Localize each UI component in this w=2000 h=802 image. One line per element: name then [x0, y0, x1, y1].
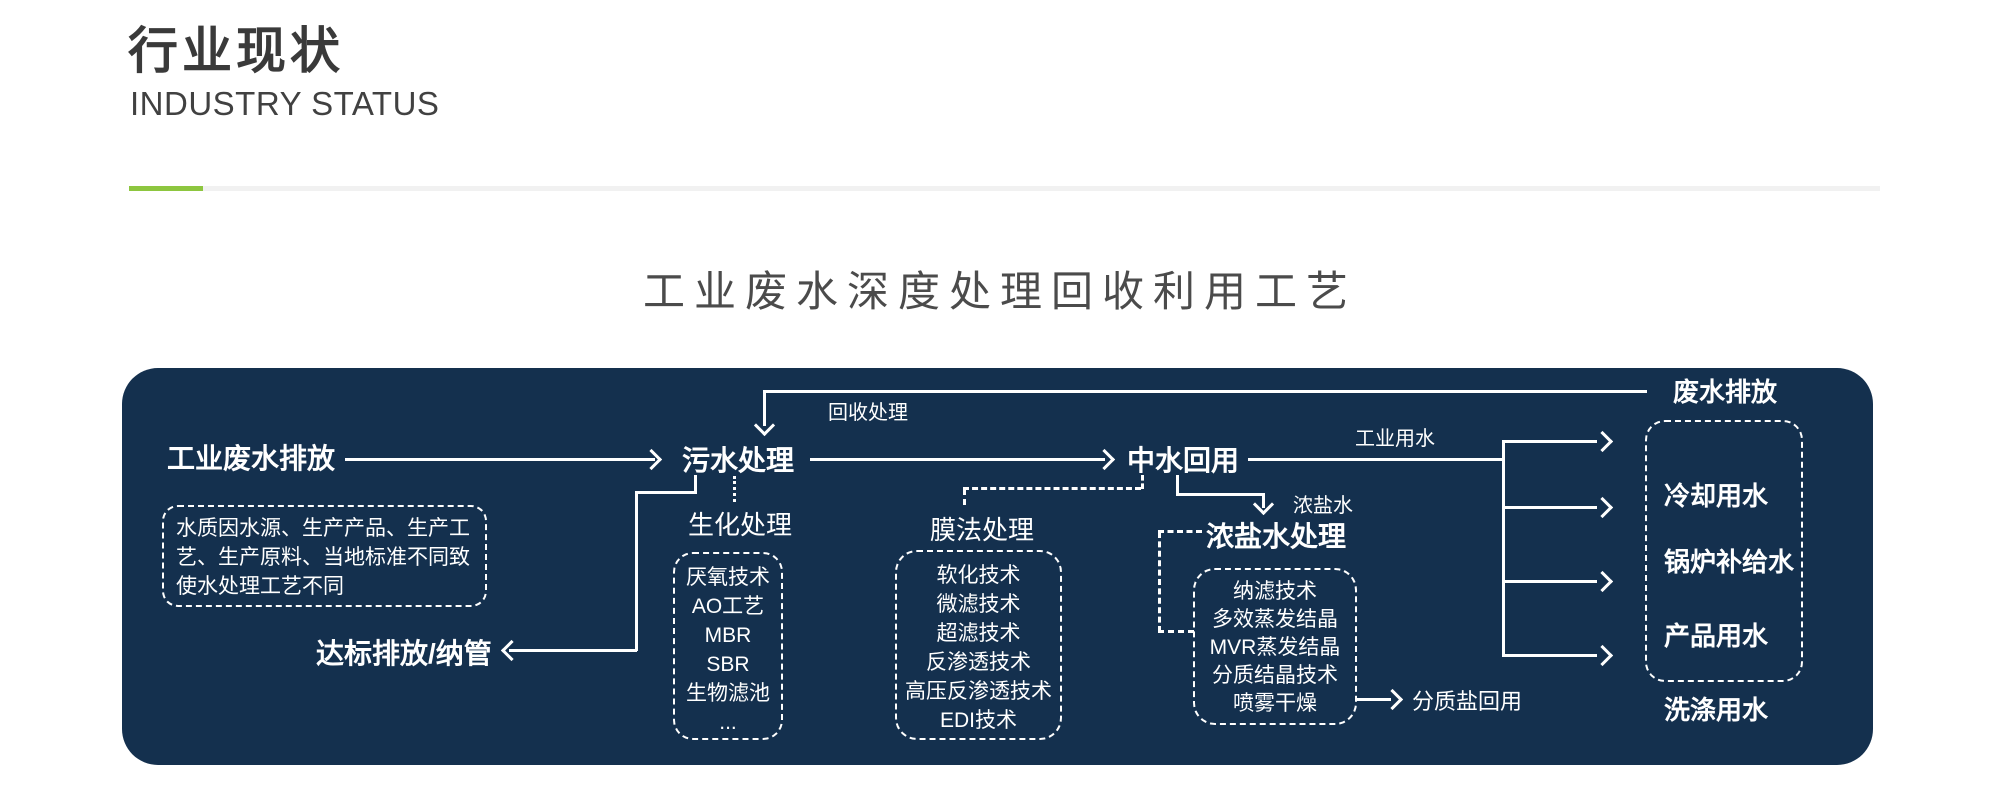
membrane-treatment-box: 软化技术 微滤技术 超滤技术 反渗透技术 高压反渗透技术 EDI技术: [895, 550, 1062, 740]
flow-line: [1176, 475, 1179, 496]
list-item: 软化技术: [936, 564, 1021, 587]
flow-line: [1357, 698, 1391, 701]
node-wastewater-discharge: 废水排放: [1673, 377, 1778, 407]
flow-line: [763, 390, 766, 426]
list-item: 超滤技术: [936, 622, 1021, 645]
arrowhead-icon: [1591, 496, 1614, 519]
list-item: 厌氧技术: [686, 566, 770, 589]
diagram-title: 工业废水深度处理回收利用工艺: [642, 268, 1357, 315]
bio-treatment-label: 生化处理: [688, 510, 793, 540]
arrowhead-icon: [1591, 430, 1614, 453]
connector-dashed: [963, 489, 966, 505]
list-item: MBR: [704, 624, 752, 647]
usage-item-boiler-feed-water: 锅炉补给水: [1664, 547, 1795, 577]
list-item: ...: [719, 711, 737, 734]
flow-line: [1502, 654, 1597, 657]
list-item: AO工艺: [691, 595, 765, 618]
usage-item-product-water: 产品用水: [1664, 621, 1769, 651]
list-item: EDI技术: [939, 709, 1017, 732]
flow-line: [1262, 493, 1265, 508]
list-item: MVR蒸发结晶: [1209, 636, 1341, 659]
flow-line: [509, 649, 637, 652]
page-subtitle: INDUSTRY STATUS: [130, 85, 440, 122]
list-item: 多效蒸发结晶: [1212, 608, 1338, 631]
node-brine-treatment: 浓盐水处理: [1206, 521, 1347, 552]
list-item: SBR: [706, 653, 750, 676]
connector-dashed: [1158, 530, 1202, 533]
node-industrial-wastewater-discharge: 工业废水排放: [167, 443, 336, 474]
flow-line: [1502, 506, 1597, 509]
connector-dashed: [1141, 475, 1144, 489]
arrowhead-icon: [500, 639, 523, 662]
flow-line: [1502, 580, 1597, 583]
connector-dashed: [963, 487, 1141, 490]
usage-item-washing-water: 洗涤用水: [1664, 695, 1769, 725]
list-item: 分质结晶技术: [1212, 664, 1338, 687]
usage-box: 冷却用水 锅炉补给水 产品用水 洗涤用水: [1645, 420, 1803, 725]
list-item: 微滤技术: [936, 593, 1021, 616]
arrowhead-icon: [1591, 644, 1614, 667]
edge-label-recycle-treatment: 回收处理: [828, 402, 908, 424]
list-item: 生物滤池: [686, 682, 770, 705]
flow-line: [1502, 440, 1505, 657]
page-title: 行业现状: [128, 23, 344, 79]
list-item: 反渗透技术: [926, 651, 1031, 674]
arrowhead-icon: [640, 448, 663, 471]
arrowhead-icon: [1381, 688, 1404, 711]
list-item: 喷雾干燥: [1233, 692, 1317, 715]
node-reclaimed-water-reuse: 中水回用: [1127, 445, 1240, 476]
flow-line: [1176, 493, 1265, 496]
usage-item-cooling-water: 冷却用水: [1664, 481, 1769, 511]
flow-line: [764, 390, 1647, 393]
list-item: 高压反渗透技术: [905, 680, 1052, 703]
arrowhead-icon: [753, 414, 776, 437]
list-item: 纳滤技术: [1233, 580, 1317, 603]
edge-label-concentrated-brine: 浓盐水: [1293, 495, 1353, 517]
arrowhead-icon: [1591, 570, 1614, 593]
connector-dashed: [1158, 532, 1161, 632]
connector-dashed: [1158, 630, 1194, 633]
flow-line: [345, 458, 655, 461]
bio-treatment-box: 厌氧技术 AO工艺 MBR SBR 生物滤池 ...: [673, 552, 783, 740]
flow-line: [635, 491, 638, 651]
note-box: 水质因水源、生产产品、生产工艺、生产原料、当地标准不同致使水处理工艺不同: [162, 505, 487, 607]
membrane-treatment-label: 膜法处理: [930, 515, 1035, 545]
flow-line: [810, 458, 1105, 461]
flow-line: [1248, 458, 1504, 461]
node-compliant-discharge: 达标排放/纳管: [316, 638, 492, 669]
arrowhead-icon: [1093, 448, 1116, 471]
note-text: 水质因水源、生产产品、生产工艺、生产原料、当地标准不同致使水处理工艺不同: [176, 517, 470, 598]
divider-accent: [129, 186, 203, 191]
section-divider: [129, 186, 1880, 191]
diagram-panel: 工业废水排放 污水处理 中水回用 废水排放 浓盐水处理 达标排放/纳管 回收处理…: [122, 368, 1873, 765]
edge-label-salt-reuse: 分质盐回用: [1412, 689, 1523, 714]
node-sewage-treatment: 污水处理: [682, 445, 795, 476]
flow-line: [694, 475, 697, 494]
arrowhead-icon: [1252, 493, 1275, 516]
edge-label-industrial-water: 工业用水: [1355, 428, 1435, 450]
flow-line: [1502, 440, 1597, 443]
brine-treatment-box: 纳滤技术 多效蒸发结晶 MVR蒸发结晶 分质结晶技术 喷雾干燥: [1193, 568, 1357, 725]
connector-dotted: [733, 476, 736, 502]
flow-line: [635, 491, 697, 494]
